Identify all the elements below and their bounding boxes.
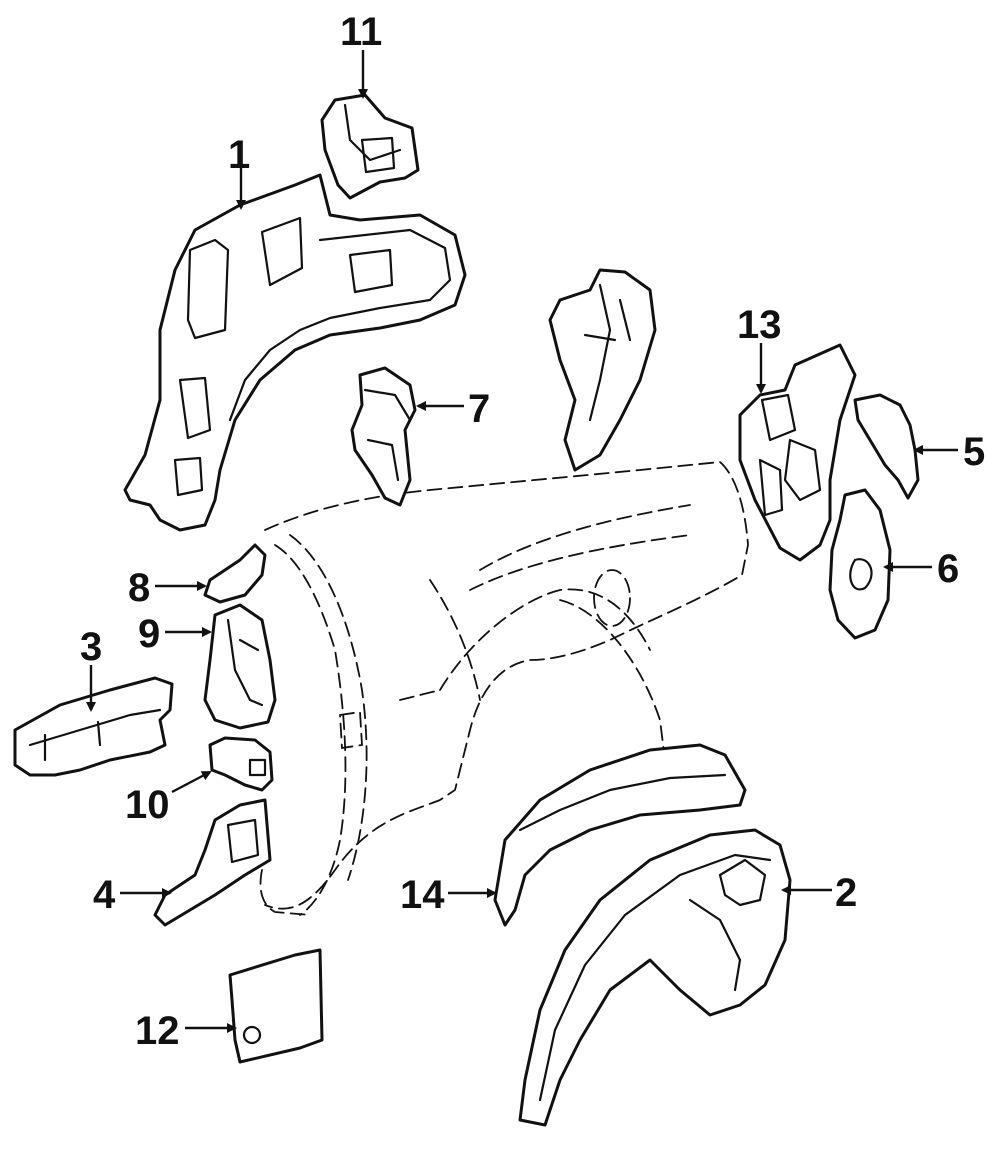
part-7-bracket: [350, 366, 417, 507]
part-13-bracket: [738, 343, 857, 562]
callout-14: 14: [400, 873, 497, 917]
callout-8: 8: [128, 566, 207, 610]
callout-12-label: 12: [135, 1009, 180, 1053]
part-14-wheelhouse-liner: [493, 743, 747, 927]
part-4-bracket: [153, 798, 272, 927]
callout-8-label: 8: [128, 566, 150, 610]
part-9-bracket: [203, 603, 277, 730]
callout-1: 1: [228, 133, 250, 210]
callout-4-label: 4: [93, 873, 116, 917]
callout-7: 7: [416, 387, 490, 431]
upper-center-bracket: [548, 268, 657, 472]
callout-10-arrow: [171, 770, 212, 794]
callout-9: 9: [138, 612, 212, 656]
part-12-panel: [228, 948, 324, 1064]
callout-10-label: 10: [125, 783, 170, 827]
callout-1-label: 1: [228, 133, 250, 177]
callout-6: 6: [883, 547, 959, 591]
part-8-bracket: [203, 543, 267, 604]
part-10-bracket: [208, 736, 274, 792]
callout-14-label: 14: [400, 873, 445, 917]
callout-10: 10: [125, 770, 212, 827]
part-1-inner-wheelhouse: [123, 173, 467, 532]
quarter-panel-outline: [259, 461, 749, 916]
callout-4: 4: [93, 873, 172, 917]
callout-9-label: 9: [138, 612, 160, 656]
callout-5-label: 5: [963, 430, 985, 474]
callout-11: 11: [340, 10, 382, 99]
callout-11-label: 11: [340, 10, 382, 54]
callout-13-label: 13: [737, 303, 782, 347]
callout-13: 13: [737, 303, 782, 394]
part-3-rail: [13, 676, 174, 777]
callout-6-label: 6: [937, 547, 959, 591]
callout-3-label: 3: [80, 625, 102, 669]
part-5-bracket: [853, 393, 920, 500]
callout-2-label: 2: [835, 871, 857, 915]
callout-5: 5: [913, 430, 985, 474]
callout-3: 3: [80, 625, 102, 712]
part-2-outer-wheelhouse: [518, 828, 792, 1127]
callout-12: 12: [135, 1009, 237, 1053]
part-6-bracket: [828, 488, 892, 640]
part-11-bracket: [320, 93, 420, 200]
callout-2: 2: [781, 871, 857, 915]
callout-7-label: 7: [468, 387, 490, 431]
